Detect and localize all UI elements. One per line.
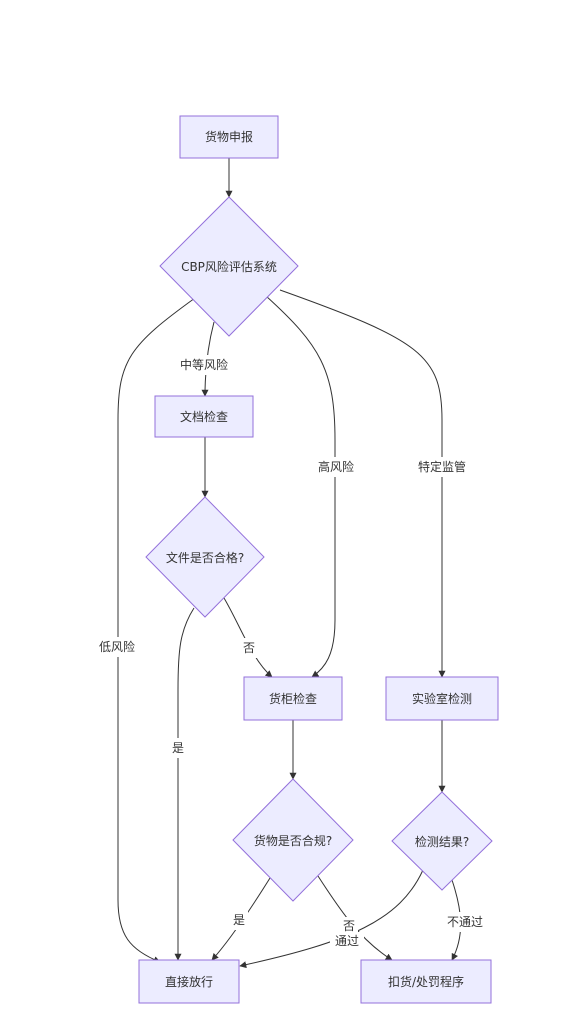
node-detain-penalty[interactable]: 扣货/处罚程序	[360, 959, 492, 1004]
edge-test-result-to-release-pass	[239, 869, 424, 969]
svg-text:CBP风险评估系统: CBP风险评估系统	[181, 259, 277, 274]
node-container-check[interactable]: 货柜检查	[243, 676, 343, 721]
svg-text:货物是否合规?: 货物是否合规?	[254, 833, 332, 848]
svg-text:实验室检测: 实验室检测	[412, 691, 472, 706]
label-test-fail: 不通过	[442, 912, 488, 932]
label-medium-risk: 中等风险	[175, 355, 233, 375]
svg-text:货柜检查: 货柜检查	[269, 691, 317, 706]
svg-text:不通过: 不通过	[447, 915, 483, 929]
label-low-risk: 低风险	[94, 637, 140, 657]
node-doc-ok-decision[interactable]: 文件是否合格?	[145, 496, 265, 618]
node-release[interactable]: 直接放行	[138, 959, 240, 1004]
edge-cbp-to-lab-special	[279, 289, 446, 678]
svg-text:文档检查: 文档检查	[180, 409, 228, 424]
svg-text:文件是否合格?: 文件是否合格?	[166, 550, 244, 565]
svg-text:是: 是	[233, 913, 245, 927]
label-test-pass: 通过	[330, 932, 364, 950]
svg-text:直接放行: 直接放行	[165, 974, 213, 989]
node-lab-test[interactable]: 实验室检测	[385, 676, 499, 721]
edge-doc-ok-to-container-no	[223, 597, 273, 678]
label-doc-yes: 是	[169, 738, 187, 758]
svg-text:中等风险: 中等风险	[180, 357, 228, 372]
label-high-risk: 高风险	[314, 457, 358, 477]
svg-text:检测结果?: 检测结果?	[415, 834, 469, 849]
edge-cbp-to-container-high	[265, 295, 336, 678]
label-doc-no: 否	[240, 638, 258, 658]
svg-text:是: 是	[172, 741, 184, 755]
svg-text:特定监管: 特定监管	[418, 459, 466, 474]
node-test-result-decision[interactable]: 检测结果?	[391, 791, 493, 891]
svg-text:高风险: 高风险	[318, 459, 354, 474]
svg-text:否: 否	[343, 919, 355, 933]
svg-text:低风险: 低风险	[99, 639, 135, 654]
label-goods-no: 否	[340, 917, 358, 935]
edge-cbp-to-release-low	[117, 297, 196, 963]
edge-labels: 中等风险 高风险 特定监管 低风险 否 是 是 否	[94, 355, 488, 950]
svg-text:通过: 通过	[335, 934, 359, 948]
node-cbp-risk-system[interactable]: CBP风险评估系统	[159, 196, 299, 337]
node-declare[interactable]: 货物申报	[179, 115, 279, 159]
svg-text:扣货/处罚程序: 扣货/处罚程序	[388, 974, 464, 989]
svg-text:货物申报: 货物申报	[205, 129, 253, 144]
svg-text:否: 否	[243, 641, 255, 655]
edge-doc-ok-to-release-yes	[174, 607, 195, 961]
node-doc-check[interactable]: 文档检查	[154, 395, 254, 438]
label-goods-yes: 是	[230, 910, 248, 930]
label-special-monitor: 特定监管	[413, 457, 471, 477]
node-goods-ok-decision[interactable]: 货物是否合规?	[232, 778, 354, 902]
